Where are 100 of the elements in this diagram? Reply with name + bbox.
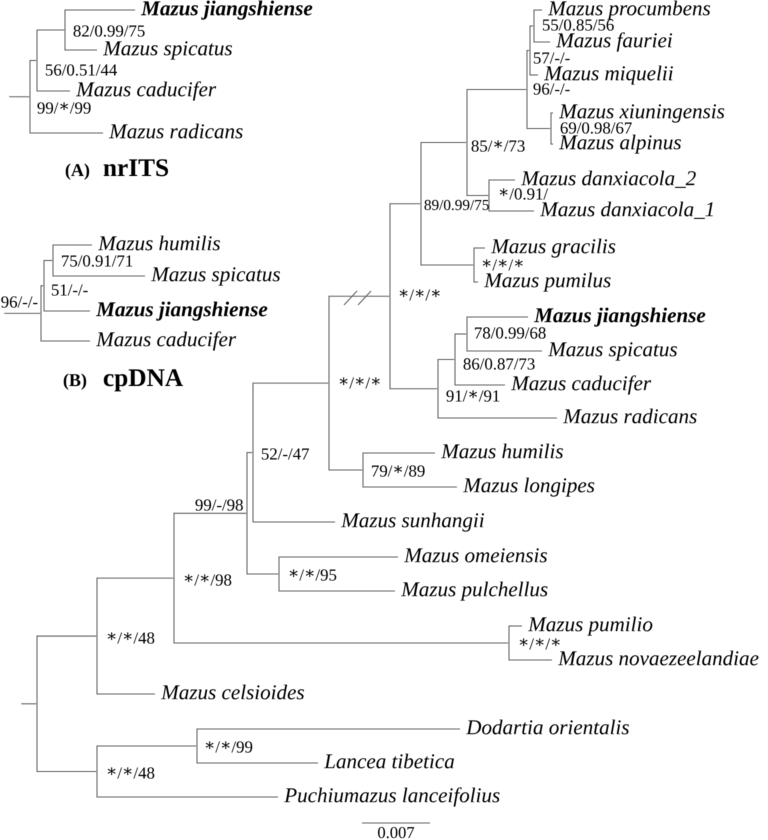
branch-line — [37, 636, 96, 637]
taxon-label: Mazus spicatus — [151, 267, 280, 286]
branch-line — [329, 296, 390, 297]
branch-line — [97, 578, 174, 579]
branch-line — [41, 285, 44, 286]
branch-line — [174, 512, 246, 514]
taxon-label: Mazus humilis — [441, 444, 563, 458]
taxon-label: Mazus radicans — [563, 408, 697, 424]
panel-title: cpDNA — [104, 369, 183, 392]
branch-line — [65, 9, 135, 11]
support-value: ∗/∗/∗ — [340, 377, 380, 389]
branch-line — [279, 590, 395, 592]
branch-line — [421, 142, 466, 144]
taxon-label: Mazus gracilis — [491, 238, 616, 258]
taxon-label: Mazus danxiacola_2 — [521, 170, 696, 188]
branch-line — [467, 88, 526, 90]
support-value: ∗/∗/98 — [184, 574, 232, 586]
branch-line — [530, 25, 534, 27]
branch-line — [44, 310, 90, 312]
branch-line — [527, 50, 530, 52]
support-value: 78/0.99/68 — [475, 327, 546, 339]
taxon-label: Lancea tibetica — [324, 754, 454, 768]
taxon-label: Mazus omeiensis — [404, 548, 547, 562]
taxon-label: Dodartia orientalis — [466, 720, 629, 734]
support-value: ∗/∗/48 — [108, 632, 154, 644]
taxon-label: Puchiumazus lanceifolius — [284, 787, 500, 807]
branch-line — [390, 203, 420, 204]
taxon-label: Mazus xiuningensis — [559, 104, 724, 123]
branch-line — [534, 9, 542, 11]
branch-line — [438, 358, 454, 360]
branch-line — [455, 333, 466, 335]
root-branch — [9, 96, 30, 98]
taxon-label: Mazus fauriei — [556, 32, 672, 52]
support-value: 57/-/- — [534, 52, 570, 64]
taxon-label: Mazus alpinus — [559, 134, 681, 154]
branch-line — [97, 693, 155, 695]
branch-line — [363, 452, 435, 454]
taxon-label: Mazus procumbens — [548, 0, 710, 20]
branch-line — [97, 745, 196, 747]
scale-label: 0.007 — [378, 827, 414, 838]
taxon-label: Mazus caducifer — [76, 81, 216, 101]
branch-line — [551, 112, 553, 114]
branch-line — [197, 728, 460, 730]
support-value: 75/0.91/71 — [62, 255, 132, 267]
support-value: 51/-/- — [52, 284, 88, 296]
taxon-label: Mazus danxiacola_1 — [540, 202, 713, 219]
support-value: ∗/∗/95 — [290, 569, 336, 581]
support-value: 86/0.87/73 — [464, 358, 535, 370]
branch-line — [489, 179, 515, 181]
branch-line — [455, 384, 505, 386]
taxon-label: Mazus novaezeelandiae — [558, 650, 758, 666]
root-branch — [21, 703, 36, 704]
taxon-label: Mazus spicatus — [548, 342, 677, 361]
branch-line — [197, 762, 318, 764]
branch-line — [509, 625, 522, 627]
taxon-label: Mazus sunhangii — [341, 512, 484, 532]
panel-title: nrITS — [104, 159, 168, 176]
branch-line — [247, 452, 252, 454]
branch-line — [53, 244, 92, 246]
taxon-label: Mazus pulchellus — [401, 582, 548, 601]
branch-line — [474, 281, 478, 283]
branch-line — [53, 275, 145, 277]
support-value: 52/-/47 — [262, 448, 309, 460]
branch-line — [37, 770, 96, 772]
taxon-label: Mazus spicatus — [103, 41, 232, 60]
support-value: 99/∗/99 — [37, 102, 91, 114]
root-branch — [4, 312, 40, 314]
branch-line — [253, 521, 335, 523]
branch-line — [329, 469, 362, 471]
taxon-label: Mazus humilis — [98, 236, 220, 250]
taxon-label: Mazus longipes — [463, 478, 594, 497]
branch-line — [509, 659, 552, 661]
branch-line — [247, 573, 278, 575]
taxon-label: Mazus pumilio — [528, 616, 652, 636]
support-value: 69/0.98/67 — [560, 122, 632, 134]
support-value: 82/0.99/75 — [74, 25, 145, 37]
branch-line — [438, 417, 557, 419]
support-value: ∗/0.91/ — [500, 188, 548, 200]
branch-line — [390, 388, 438, 390]
taxon-label: Mazus caducifer — [511, 375, 652, 395]
branch-line — [41, 340, 90, 342]
branch-line — [65, 49, 97, 51]
taxon-label: Mazus pumilus — [484, 272, 611, 292]
support-value: 56/0.51/44 — [46, 64, 117, 76]
branch-line — [253, 382, 328, 384]
support-value: 91/∗/91 — [446, 390, 500, 402]
support-value: 99/-/98 — [195, 499, 243, 511]
branch-line — [489, 210, 534, 212]
support-value: ∗/∗/48 — [108, 767, 154, 779]
branch-line — [44, 260, 52, 262]
support-value: 89/0.99/75 — [424, 200, 489, 210]
support-value: 96/-/- — [533, 83, 570, 95]
branch-line — [30, 60, 36, 62]
support-value: ∗/∗/∗ — [520, 638, 560, 650]
branch-line — [467, 350, 542, 352]
branch-line — [534, 41, 550, 43]
branch-line — [530, 74, 538, 76]
branch-line — [467, 194, 488, 196]
panel-letter: (B) — [64, 374, 86, 390]
taxon-label: Mazus jiangshiense — [534, 308, 706, 327]
